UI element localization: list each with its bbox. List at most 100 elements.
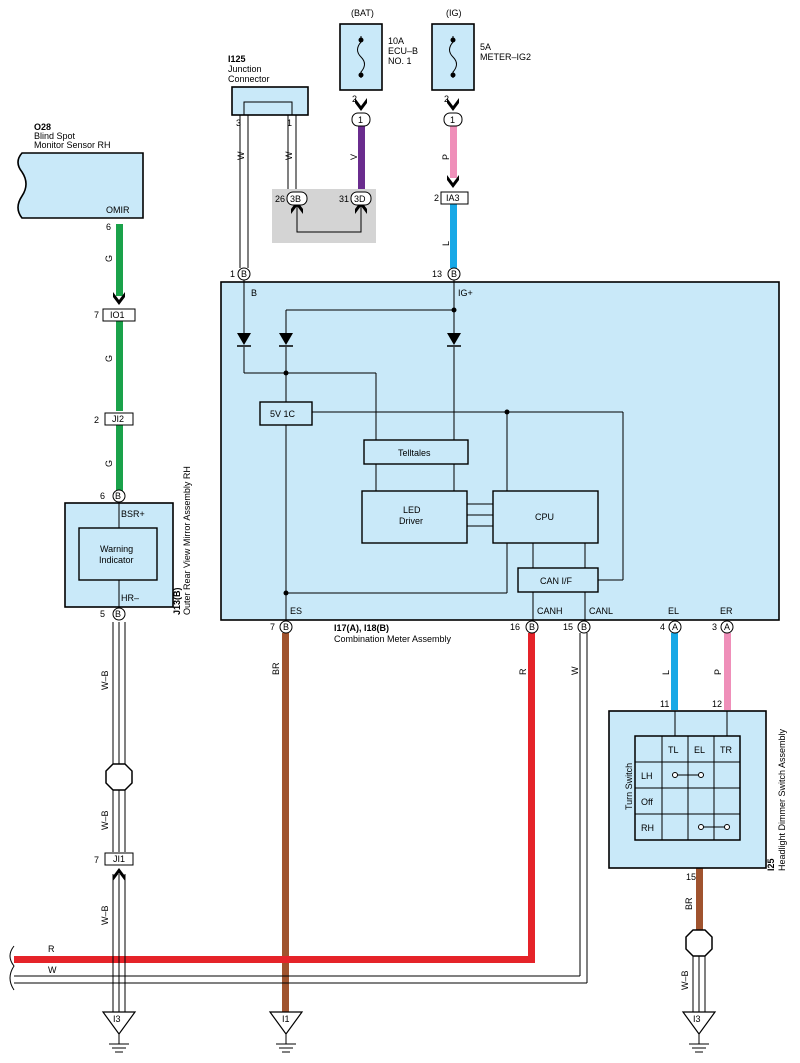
bat-conn-label: 1 bbox=[358, 115, 363, 125]
meter-pin-b-letter: B bbox=[241, 269, 247, 279]
meter-term-er: ER bbox=[720, 606, 733, 616]
ji2-pin: 2 bbox=[94, 415, 99, 425]
left-wire3-label: G bbox=[104, 460, 114, 467]
meter-pin-ig-letter: B bbox=[451, 269, 457, 279]
ground-label-2: I1 bbox=[282, 1014, 290, 1024]
cpu-box bbox=[492, 490, 599, 544]
mirror-term-bottom: HR– bbox=[121, 593, 139, 603]
wire-brown-es bbox=[282, 633, 289, 1019]
meter-name: Combination Meter Assembly bbox=[334, 634, 452, 644]
bat-fuse-name1: ECU–B bbox=[388, 46, 418, 56]
wire-red-bus bbox=[14, 956, 535, 963]
switch-pin11: 11 bbox=[660, 699, 669, 709]
switch-code: I25 bbox=[766, 858, 776, 871]
meter-pin-canh-letter: B bbox=[529, 622, 535, 632]
meter-pin-canl-circle bbox=[577, 620, 591, 634]
junction-name1: Junction bbox=[228, 64, 262, 74]
mirror-wire-label: W–B bbox=[100, 670, 110, 690]
meter-pin-el-letter: A bbox=[672, 622, 678, 632]
meter-term-b: B bbox=[251, 288, 257, 298]
meter-pin-er-circle bbox=[720, 620, 734, 634]
ig-fuse-amp: 5A bbox=[480, 42, 491, 52]
c26-conn bbox=[286, 191, 308, 206]
switch-contact-rh bbox=[698, 824, 730, 830]
switch-pin15: 15 bbox=[686, 872, 696, 882]
ground-label-3: I3 bbox=[693, 1014, 701, 1024]
meter-pin-canh-circle bbox=[525, 620, 539, 634]
mirror-pin-bottom-letter: B bbox=[115, 609, 121, 619]
switch-col3: TR bbox=[720, 745, 732, 755]
regulator-box bbox=[259, 401, 313, 426]
sensor-wire-label: G bbox=[104, 255, 114, 262]
mirror-pin-bottom: 5 bbox=[100, 609, 105, 619]
meter-pin-el-circle bbox=[668, 620, 682, 634]
regulator-label: 5V 1C bbox=[270, 409, 296, 419]
ji2-label: JI2 bbox=[112, 414, 124, 424]
bat-conn bbox=[351, 112, 371, 127]
ig-conn bbox=[443, 112, 463, 127]
meter-term-canl: CANL bbox=[589, 606, 613, 616]
meter-pin-b: 1 bbox=[230, 269, 235, 279]
sensor-name1: Blind Spot bbox=[34, 131, 76, 141]
warning-indicator-box bbox=[78, 527, 158, 581]
io1-label: IO1 bbox=[110, 310, 125, 320]
bat-pin: 2 bbox=[352, 94, 357, 104]
led-label2: Driver bbox=[399, 516, 423, 526]
meter-term-es: ES bbox=[290, 606, 302, 616]
switch-col1: TL bbox=[668, 745, 679, 755]
wire-canh-label: R bbox=[518, 668, 528, 675]
ig-jconn-label: IA3 bbox=[446, 193, 460, 203]
ji2-conn bbox=[104, 412, 134, 426]
wire-blue-top bbox=[450, 204, 457, 268]
ji1-label: JI1 bbox=[113, 854, 125, 864]
bat-label: (BAT) bbox=[351, 8, 374, 18]
ig-chevron-icon bbox=[447, 98, 459, 111]
sensor-name2: Monitor Sensor RH bbox=[34, 140, 111, 150]
meter-pin-canh: 16 bbox=[510, 622, 520, 632]
ig-jconn bbox=[440, 191, 469, 205]
junction-pin3: 3 bbox=[236, 118, 241, 128]
indicator-line1: Warning bbox=[100, 544, 133, 554]
splice-octagon-right bbox=[685, 929, 713, 957]
mirror-code: J13(B) bbox=[172, 587, 182, 615]
meter-pin-el: 4 bbox=[660, 622, 665, 632]
led-driver-box bbox=[361, 490, 468, 544]
wire-red-canh bbox=[528, 633, 535, 963]
ground-icon-right bbox=[681, 1011, 717, 1053]
sensor-pin: 6 bbox=[106, 222, 111, 232]
ig-chevron2-icon bbox=[447, 175, 459, 188]
bat-fuse-name2: NO. 1 bbox=[388, 56, 412, 66]
sensor-terminal: OMIR bbox=[106, 205, 130, 215]
mirror-pin-bottom-circle bbox=[112, 607, 126, 621]
ig-conn-label: 1 bbox=[450, 115, 455, 125]
bat-wire-label: V bbox=[349, 154, 359, 160]
sensor-box bbox=[17, 152, 144, 219]
wire-brown-switch bbox=[696, 868, 703, 932]
c26-pin: 26 bbox=[275, 194, 285, 204]
wire-el-label: L bbox=[661, 670, 671, 675]
ground-icon-left bbox=[101, 1011, 137, 1053]
c26-label: 3B bbox=[290, 194, 301, 204]
left-wire-wb-label: W–B bbox=[100, 810, 110, 830]
meter-term-ig: IG+ bbox=[458, 288, 473, 298]
cpu-label: CPU bbox=[535, 512, 554, 522]
ig-fuse-name: METER–IG2 bbox=[480, 52, 531, 62]
ji1-chevron-icon bbox=[113, 868, 125, 881]
led-label1: LED bbox=[403, 505, 421, 515]
switch-wire-out2-label: W–B bbox=[680, 970, 690, 990]
meter-junction-dots bbox=[283, 307, 510, 596]
meter-box bbox=[220, 281, 780, 621]
mirror-pin-top-circle bbox=[112, 489, 126, 503]
wire-white-black-right bbox=[692, 956, 706, 1012]
junction-wire1-label: W bbox=[284, 151, 294, 160]
ig-label: (IG) bbox=[446, 8, 462, 18]
junction-name2: Connector bbox=[228, 74, 270, 84]
ig-jconn-pin: 2 bbox=[434, 193, 439, 203]
ji1-pin: 7 bbox=[94, 855, 99, 865]
switch-wire-out-label: BR bbox=[684, 897, 694, 910]
wire-green bbox=[116, 224, 123, 492]
ig-wire-label: P bbox=[441, 154, 451, 160]
mirror-pin-top: 6 bbox=[100, 491, 105, 501]
io1-pin: 7 bbox=[94, 310, 99, 320]
switch-name: Headlight Dimmer Switch Assembly bbox=[777, 728, 787, 871]
